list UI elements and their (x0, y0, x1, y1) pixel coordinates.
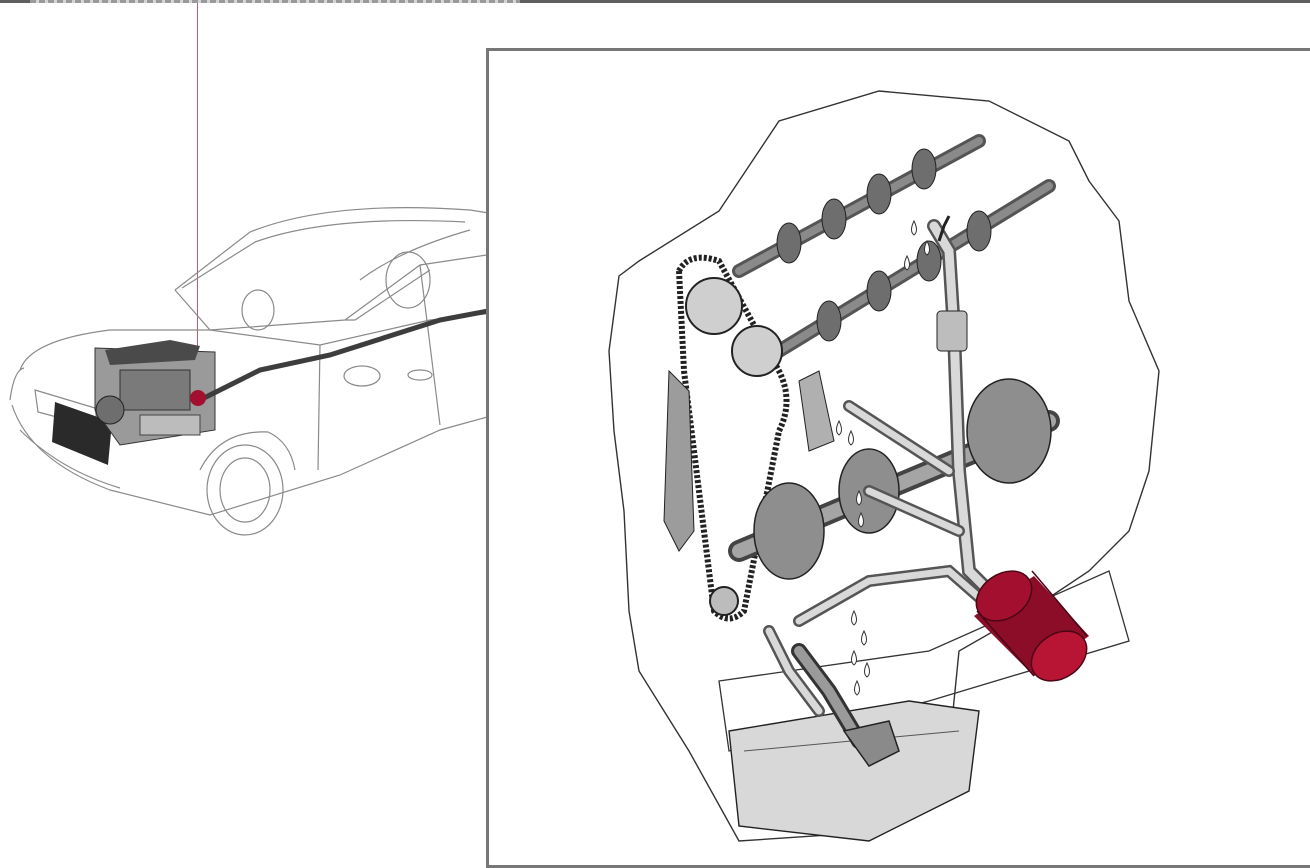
engine-icon (608, 90, 1160, 842)
car-overview-illustration (0, 170, 520, 550)
oil-filter-icon (974, 570, 1089, 682)
grille-icon (52, 402, 112, 465)
engine-bay-icon (94, 340, 216, 446)
car-icon (9, 207, 520, 536)
oil-pickup (791, 643, 900, 767)
exhaust-pipe-icon (198, 302, 520, 403)
cut-off-caption (30, 0, 520, 3)
timing-chain (675, 254, 790, 622)
oil-drop-icon (836, 219, 930, 696)
camshaft-2 (772, 179, 1056, 358)
cam-sprocket-2 (731, 325, 783, 377)
crankshaft (709, 378, 1060, 616)
chain-tensioner (663, 369, 695, 552)
engine-block-outline (608, 90, 1160, 842)
top-rule (0, 0, 1310, 3)
oil-pan (718, 570, 1130, 842)
dipstick (937, 215, 951, 242)
callout-leader-line (197, 3, 198, 397)
piston-rod (798, 370, 835, 452)
oil-galleries (763, 219, 1006, 717)
camshaft-1 (732, 134, 986, 278)
oil-pressure-sender (936, 310, 968, 352)
cam-sprocket (685, 277, 743, 335)
oil-filter-location-marker (190, 390, 206, 406)
engine-detail-panel (486, 48, 1310, 868)
